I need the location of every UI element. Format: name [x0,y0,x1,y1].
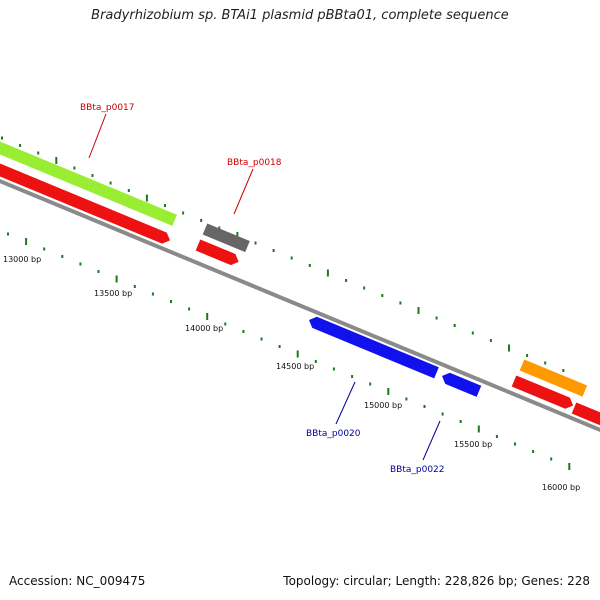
position-label: 15500 bp [454,440,492,449]
red-feature-1[interactable] [0,160,172,246]
red-feature-4[interactable] [571,402,600,435]
position-label: 13000 bp [3,255,41,264]
gene-leader-line [335,381,356,425]
orange-feature[interactable] [519,359,588,397]
backbone-line [0,178,600,433]
position-label: 16000 bp [542,483,580,492]
gene-label-bbta-p0018[interactable]: BBta_p0018 [227,158,282,168]
lower-tick-row [7,232,571,470]
position-label: 14500 bp [276,362,314,371]
position-label: 13500 bp [94,289,132,298]
gene-label-bbta-p0020[interactable]: BBta_p0020 [306,429,361,439]
upper-tick-row [1,136,565,372]
position-label: 14000 bp [185,324,223,333]
gene-leader-line [422,420,441,461]
red-feature-3[interactable] [511,375,576,411]
position-label: 15000 bp [364,401,402,410]
green-feature[interactable] [0,138,177,226]
topology-summary: Topology: circular; Length: 228,826 bp; … [283,574,590,588]
gene-label-bbta-p0022[interactable]: BBta_p0022 [390,465,445,475]
gene-label-bbta-p0017[interactable]: BBta_p0017 [80,103,135,113]
red-feature-2[interactable] [195,239,241,267]
blue-feature-2[interactable] [440,370,482,397]
blue-feature-1[interactable] [307,314,439,379]
accession-text: Accession: NC_009475 [9,574,146,588]
gene-leader-line [88,113,107,159]
gray-feature[interactable] [202,223,250,253]
gene-leader-line [233,168,254,215]
map-title: Bradyrhizobium sp. BTAi1 plasmid pBBta01… [91,8,509,23]
